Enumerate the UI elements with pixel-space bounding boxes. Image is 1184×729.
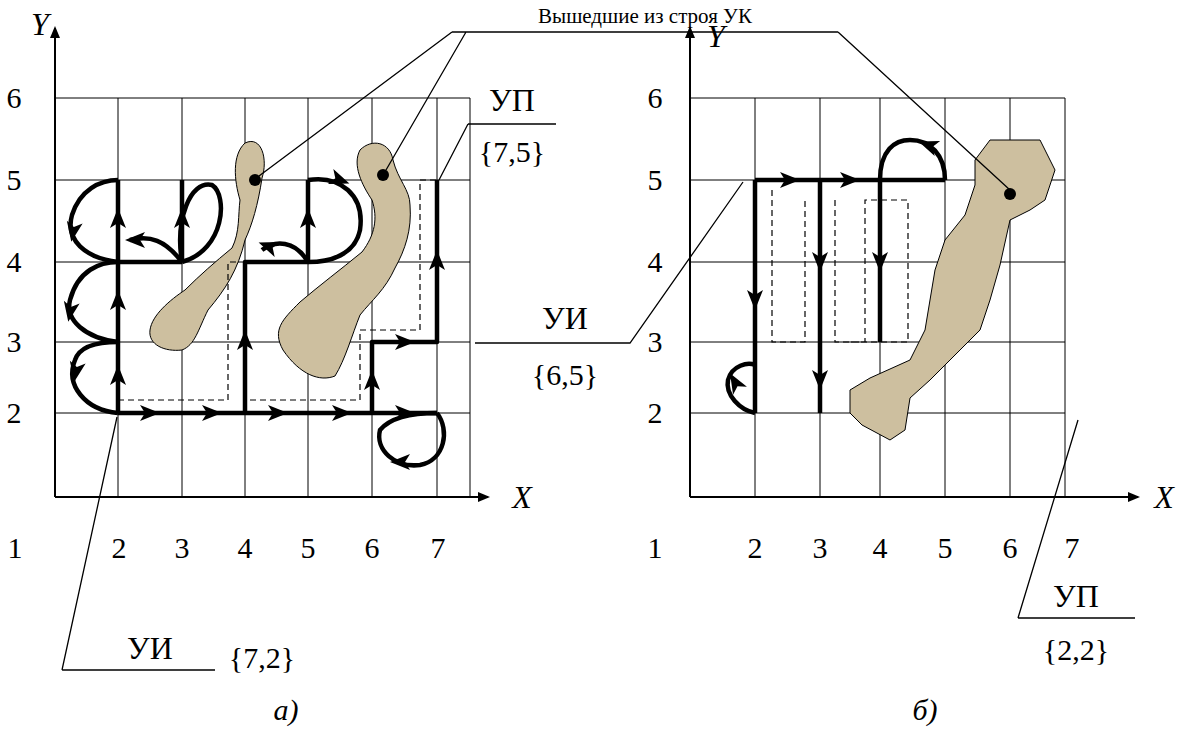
axis-label: 7 [1065,533,1080,563]
axis-label: Y [707,20,725,52]
axis-label: 5 [648,165,663,195]
axis-label: 2 [748,533,763,563]
axis-label: 3 [648,327,663,357]
axis-label: 1 [648,533,663,563]
axis-label: УП [489,84,535,116]
axis-label: б) [912,695,937,725]
axis-label: 4 [873,533,888,563]
axis-label: 3 [175,533,190,563]
axis-label: 4 [238,533,253,563]
axis-label: {2,2} [1043,635,1109,665]
axis-label: а) [274,695,299,725]
axis-label: УИ [542,302,588,334]
axis-label: X [512,481,532,513]
axis-label: 6 [648,83,663,113]
axis-label: 2 [112,533,127,563]
axis-label: 6 [1003,533,1018,563]
axis-label: 5 [7,165,22,195]
axis-label: 2 [648,398,663,428]
axis-label: 2 [7,398,22,428]
axis-label: 3 [7,327,22,357]
axis-label: 7 [431,533,446,563]
axis-label: Y [31,8,49,40]
axis-label: X [1154,481,1174,513]
axis-label: 6 [7,83,22,113]
axis-label: {7,5} [479,137,545,167]
axis-label: УП [1053,580,1099,612]
axis-label: 1 [8,533,23,563]
axis-label: 6 [365,533,380,563]
axis-label: 5 [938,533,953,563]
axis-label: 3 [813,533,828,563]
axis-label: {7,2} [229,643,295,673]
axis-label: {6,5} [532,360,598,390]
axis-label: 5 [301,533,316,563]
axis-label: 4 [648,247,663,277]
axis-label: 4 [7,247,22,277]
axis-label: УИ [127,632,173,664]
